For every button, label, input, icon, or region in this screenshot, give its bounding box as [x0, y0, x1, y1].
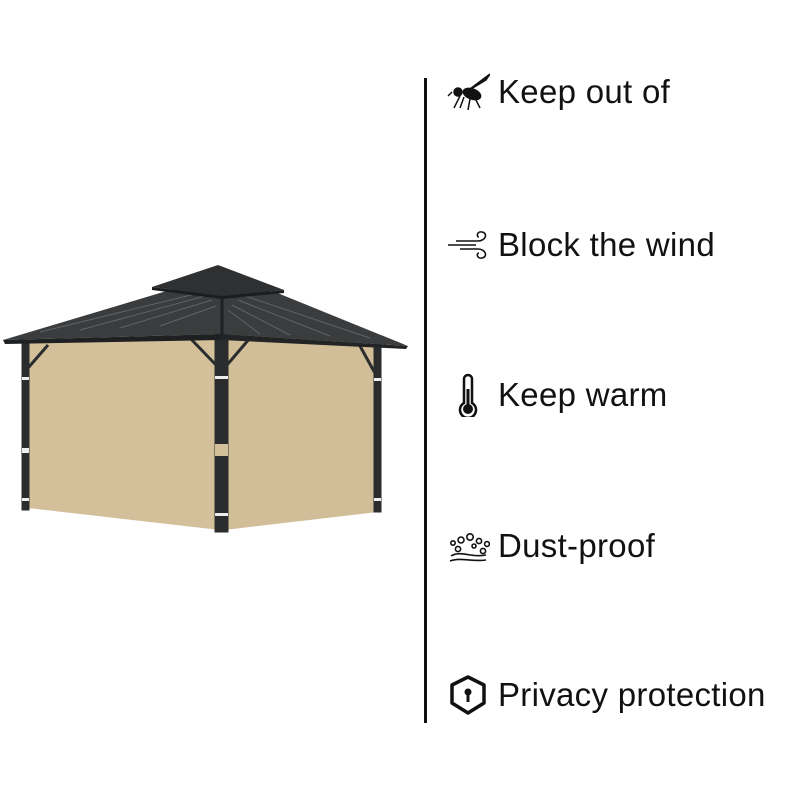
divider-line	[424, 78, 427, 723]
shield-lock-icon	[450, 675, 486, 715]
gazebo-product-image	[3, 265, 408, 533]
feature-block-wind: Block the wind	[446, 223, 715, 267]
feature-label: Dust-proof	[498, 527, 656, 564]
side-panel-right	[224, 333, 378, 530]
thermometer-icon	[458, 373, 478, 417]
gazebo-frame	[21, 332, 382, 533]
feature-keep-warm: Keep warm	[446, 373, 668, 417]
post-straps	[22, 376, 381, 516]
dust-icon	[449, 533, 490, 562]
feature-label: Keep warm	[498, 376, 668, 413]
feature-keep-out: Keep out of	[446, 70, 670, 114]
mosquito-icon	[447, 73, 490, 111]
wind-icon	[448, 231, 487, 259]
feature-dust-proof: Dust-proof	[446, 524, 655, 568]
feature-label: Privacy protection	[498, 676, 766, 713]
feature-label: Block the wind	[498, 226, 715, 263]
feature-label: Keep out of	[498, 73, 671, 110]
side-panel-left	[28, 333, 220, 530]
gazebo-roof	[3, 265, 408, 349]
feature-privacy: Privacy protection	[446, 673, 766, 717]
